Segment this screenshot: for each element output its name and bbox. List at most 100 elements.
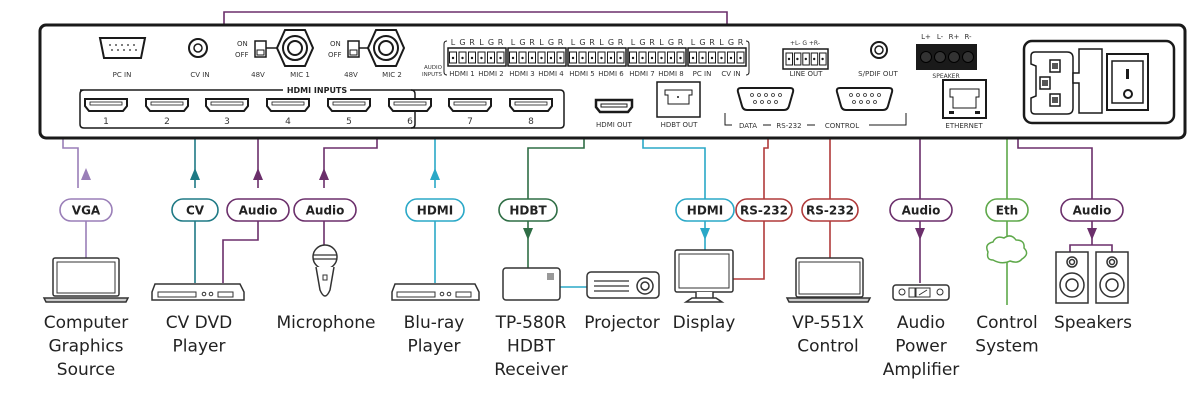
network-cloud-icon	[986, 235, 1028, 264]
label-hdmi-inputs: HDMI INPUTS	[287, 86, 348, 95]
display-icon	[674, 249, 734, 303]
label-spdif-out: S/PDIF OUT	[858, 70, 898, 78]
arrow-down-audio-amp	[915, 228, 925, 240]
pin-label: R	[709, 38, 715, 47]
signal-pill-rs232-data: RS-232	[735, 198, 793, 222]
audio-block-label: HDMI 7	[629, 70, 654, 78]
pin-label: R	[678, 38, 684, 47]
pin-label: L	[451, 38, 456, 47]
spdif-out-port: S/PDIF OUT	[858, 41, 899, 78]
vp551x-laptop-icon	[785, 257, 872, 303]
label-hdbt-out: HDBT OUT	[661, 121, 699, 129]
device-label-line: Control	[976, 313, 1037, 333]
device-label-line: Speakers	[1054, 313, 1132, 333]
pin-label: G	[728, 38, 734, 47]
device-label-line: CV DVD	[166, 313, 232, 333]
signal-pill-text: Audio	[1073, 204, 1112, 218]
hdmi-input-port-5: 5	[327, 98, 371, 127]
device-label-line: Computer	[44, 313, 129, 333]
pin-label: L	[539, 38, 544, 47]
device-label-line: Audio	[897, 313, 945, 333]
device-label-line: HDBT	[507, 337, 556, 357]
signal-pill-text: RS-232	[740, 204, 788, 218]
audio-block-label: HDMI 1	[449, 70, 474, 78]
speaker-pin-label: R-	[964, 33, 972, 41]
device-label-projector: Projector	[584, 313, 660, 333]
hdmi-input-port-8: 8	[509, 98, 553, 127]
phantom-switch-2[interactable]	[347, 40, 360, 58]
ethernet-port: ETHERNET	[942, 79, 987, 130]
kramer-logo-icon	[547, 273, 554, 280]
device-label-line: Source	[57, 360, 115, 380]
arrow-up-cv	[190, 168, 200, 180]
laptop-icon	[42, 257, 130, 303]
bluray-player-icon	[391, 283, 480, 301]
pin-label: G	[699, 38, 705, 47]
hdmi-input-port-3: 3	[205, 98, 249, 127]
audio-block-label: HDMI 4	[538, 70, 564, 78]
label-on-1: ON	[237, 40, 248, 48]
label-48v-2: 48V	[344, 71, 358, 79]
signal-pill-text: HDMI	[417, 204, 453, 218]
device-label-line: Receiver	[494, 360, 568, 380]
label-mic2: MIC 2	[382, 71, 402, 79]
pin-label: R	[618, 38, 624, 47]
mic1-group: ON OFF 48V MIC 1	[235, 29, 315, 79]
speakers-icon	[1055, 251, 1129, 304]
speaker-terminal: L+L-R+R- SPEAKER	[916, 33, 977, 80]
hdmi-input-number: 7	[467, 117, 473, 127]
hdmi-input-port-1: 1	[84, 98, 128, 127]
phantom-switch-1[interactable]	[254, 40, 267, 58]
audio-block-label: HDMI 3	[509, 70, 534, 78]
signal-pill-hdmi-out: HDMI	[675, 198, 735, 222]
audio-block-label: HDMI 6	[598, 70, 624, 78]
hdmi-input-number: 8	[528, 117, 534, 127]
arrow-up-hdmi	[430, 168, 440, 180]
label-audio-inputs-2: INPUTS	[422, 72, 442, 78]
device-label-line: Microphone	[277, 313, 376, 333]
hdbt-out-port: HDBT OUT	[656, 81, 701, 129]
device-label-line: Power	[895, 337, 946, 357]
label-pc-in: PC IN	[113, 71, 132, 79]
dvd-player-icon	[151, 283, 245, 301]
pin-label: R	[589, 38, 595, 47]
rca-port-cv-in: CV IN	[188, 38, 210, 79]
hdmi-input-port-2: 2	[145, 98, 189, 127]
hdmi-input-number: 1	[103, 117, 109, 127]
line-out-terminal: +L- G +R- LINE OUT	[782, 40, 829, 78]
pin-label: R	[529, 38, 535, 47]
pin-label: R	[558, 38, 564, 47]
rs232-control-port	[835, 87, 894, 111]
label-off-2: OFF	[328, 51, 342, 59]
pin-label: L	[659, 38, 664, 47]
wire-rs232-data-device	[733, 220, 765, 280]
arrow-down-hdbt	[523, 228, 533, 240]
label-control: CONTROL	[825, 122, 859, 130]
pin-label: G	[668, 38, 674, 47]
pin-label: G	[579, 38, 585, 47]
pin-label: L	[511, 38, 516, 47]
vga-port-pc-in: PC IN	[98, 37, 147, 79]
device-label-line: Projector	[584, 313, 660, 333]
pin-label: R	[498, 38, 504, 47]
label-rs232: RS-232	[776, 122, 801, 130]
hdmi-input-number: 4	[285, 117, 291, 127]
switcher-rear-panel: PC IN CV IN ON OFF 48V MIC 1 ON OFF	[38, 23, 1187, 140]
pin-label: G	[519, 38, 525, 47]
arrow-down-audio-spk	[1087, 228, 1097, 240]
pin-label: R	[738, 38, 744, 47]
fuse-holder	[1072, 48, 1103, 114]
device-label-line: Graphics	[48, 337, 123, 357]
signal-pill-text: Audio	[902, 204, 941, 218]
audio-block-label: CV IN	[721, 70, 740, 78]
signal-pill-text: CV	[186, 204, 205, 218]
arrow-up-vga	[81, 168, 91, 180]
label-data: DATA	[739, 122, 757, 130]
